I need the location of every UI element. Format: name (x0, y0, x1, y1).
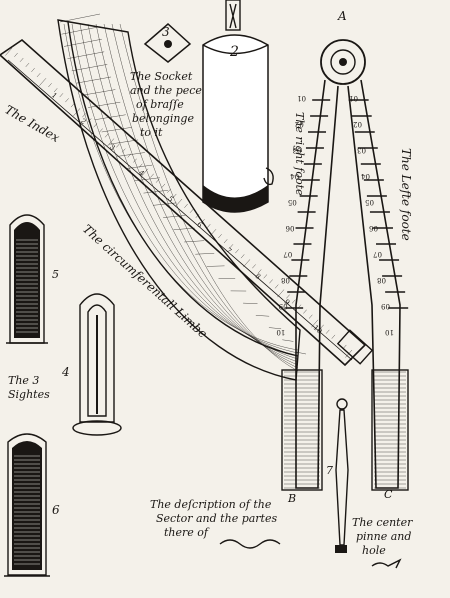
index-number: 8 (253, 272, 262, 281)
top-sight-marker: 5 (52, 268, 59, 281)
index-number: 6 (195, 220, 204, 229)
svg-text:The Socket: The Socket (130, 70, 193, 83)
right-foote-number: 09 (279, 302, 288, 310)
right-foote-number: 03 (292, 146, 301, 154)
right-foote-number: 06 (285, 224, 294, 232)
svg-text:to it: to it (140, 126, 163, 139)
pinne-flourish (371, 558, 402, 569)
index-number: 10 (312, 324, 324, 336)
right-foote-number: 08 (281, 276, 290, 284)
svg-text:belonginge: belonginge (132, 112, 194, 125)
svg-text:hole: hole (362, 544, 386, 557)
scale-numbers: 01 02 03 04 05 06 07 08 09 10 01 02 03 04 05 06 07 08 09 10… (50, 91, 394, 336)
sector-legs (281, 39, 409, 491)
index-number: 3 (108, 143, 117, 152)
top-sight (6, 214, 48, 344)
left-foote-number: 01 (349, 94, 358, 102)
sector-flourish (219, 539, 281, 549)
index-label: The Index (3, 102, 63, 145)
index-number: 4 (137, 169, 146, 178)
svg-text:Sightes: Sightes (8, 388, 50, 401)
svg-text:The 3: The 3 (8, 374, 39, 387)
socket-marker: 2 (229, 44, 239, 60)
index-rule (0, 38, 374, 367)
right-foot-end-marker: B (287, 492, 296, 505)
left-foote-number: 05 (365, 198, 374, 206)
svg-text:there of: there of (164, 526, 210, 539)
svg-text:The deſcription of the: The deſcription of the (150, 498, 272, 511)
left-foote-number: 04 (361, 172, 370, 180)
left-foote-number: 07 (373, 250, 382, 258)
index-number: 1 (50, 91, 59, 100)
svg-text:and the pece: and the pece (130, 84, 202, 97)
socket-piece (143, 22, 192, 63)
bottom-sight (4, 433, 50, 577)
sights-label: The 3 Sightes (8, 374, 50, 401)
left-foote-number: 03 (357, 146, 366, 154)
limbe-label: The circumferentall Limbe (80, 222, 210, 341)
right-foote-label: The right foote (293, 112, 306, 196)
left-foote-number: 02 (353, 120, 362, 128)
socket-cylinder (202, 0, 274, 213)
left-foote-label: The Lefte foote (399, 148, 413, 241)
sector-label: The deſcription of the Sector and the pa… (150, 498, 277, 539)
svg-text:of braſſe: of braſſe (136, 98, 184, 111)
pin-marker: 7 (326, 464, 333, 477)
right-foote-number: 05 (288, 198, 297, 206)
left-foot-end-marker: C (384, 488, 393, 501)
index-number: 5 (166, 195, 175, 204)
right-foote-number: 07 (283, 250, 292, 258)
socket-piece-marker: 3 (162, 25, 170, 39)
middle-sight-marker: 4 (61, 365, 70, 379)
bottom-sight-marker: 6 (52, 503, 60, 517)
left-foote-number: 06 (369, 224, 378, 232)
left-foote-number: 10 (385, 328, 394, 336)
socket-label: The Socket and the pece of braſſe belong… (130, 70, 202, 139)
center-pinne (335, 398, 349, 553)
left-foote-number: 08 (377, 276, 386, 284)
right-foote-number: 04 (290, 172, 299, 180)
right-foote-number: 10 (276, 328, 285, 336)
center-pinne-label: The center pinne and hole (352, 516, 413, 557)
right-foote-number: 01 (297, 94, 306, 102)
svg-text:Sector and the partes: Sector and the partes (156, 512, 277, 525)
circumferential-limbe (57, 13, 307, 381)
index-number: 2 (79, 117, 88, 126)
index-number: 9 (282, 298, 291, 307)
svg-text:The center: The center (352, 516, 413, 529)
middle-sight (72, 293, 122, 436)
right-foote-number: 02 (295, 120, 304, 128)
index-number: 7 (224, 246, 233, 255)
apex-marker: A (337, 9, 347, 23)
left-foote-number: 09 (381, 302, 390, 310)
svg-text:pinne and: pinne and (356, 530, 411, 543)
